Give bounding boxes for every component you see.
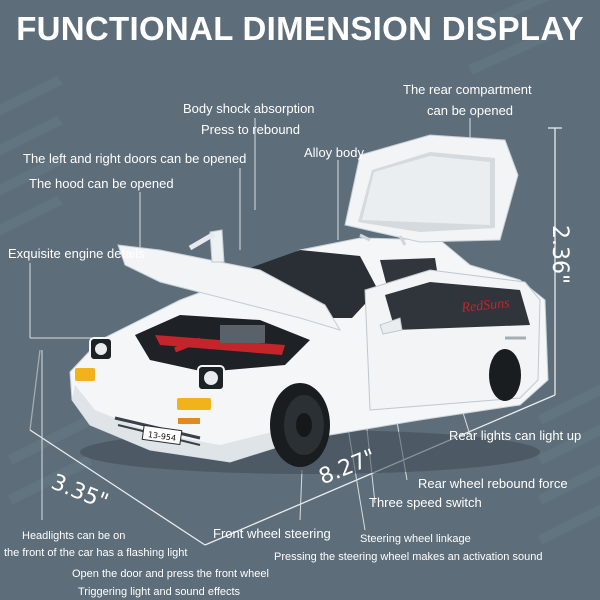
feature-light-sound: Triggering light and sound effects xyxy=(78,586,241,598)
feature-door-press: Open the door and press the front wheel xyxy=(72,568,269,580)
open-hood xyxy=(117,244,342,331)
feature-doors: The left and right doors can be opened xyxy=(23,151,247,166)
feature-flashing-light: the front of the car has a flashing ligh… xyxy=(4,547,188,559)
feature-three-speed: Three speed switch xyxy=(369,495,482,510)
rear-wheel xyxy=(489,349,521,401)
license-plate xyxy=(141,424,183,446)
height-dimension: 2.36" xyxy=(547,225,572,285)
feature-steering-sound: Pressing the steering wheel makes an act… xyxy=(274,551,543,563)
feature-rear-compartment-2: can be opened xyxy=(427,103,514,118)
feature-steering-linkage: Steering wheel linkage xyxy=(360,533,471,545)
feature-engine: Exquisite engine details xyxy=(8,246,145,261)
feature-hood: The hood can be opened xyxy=(29,176,174,191)
feature-headlights: Headlights can be on xyxy=(22,530,126,542)
redsuns-decal: RedSuns xyxy=(460,296,511,316)
feature-front-steering: Front wheel steering xyxy=(213,526,331,541)
left-turn-signal xyxy=(75,368,95,381)
right-turn-signal xyxy=(177,398,211,410)
feature-press-rebound: Press to rebound xyxy=(201,122,301,137)
front-wheel xyxy=(270,383,330,467)
feature-rear-lights: Rear lights can light up xyxy=(449,428,582,443)
license-plate-text: 13-954 xyxy=(147,430,176,443)
feature-body-shock: Body shock absorption xyxy=(183,101,315,116)
feature-rear-compartment: The rear compartment xyxy=(403,82,532,97)
feature-alloy-body: Alloy body xyxy=(304,145,364,160)
page-title: FUNCTIONAL DIMENSION DISPLAY xyxy=(16,10,584,47)
feature-rear-wheel: Rear wheel rebound force xyxy=(418,476,568,491)
